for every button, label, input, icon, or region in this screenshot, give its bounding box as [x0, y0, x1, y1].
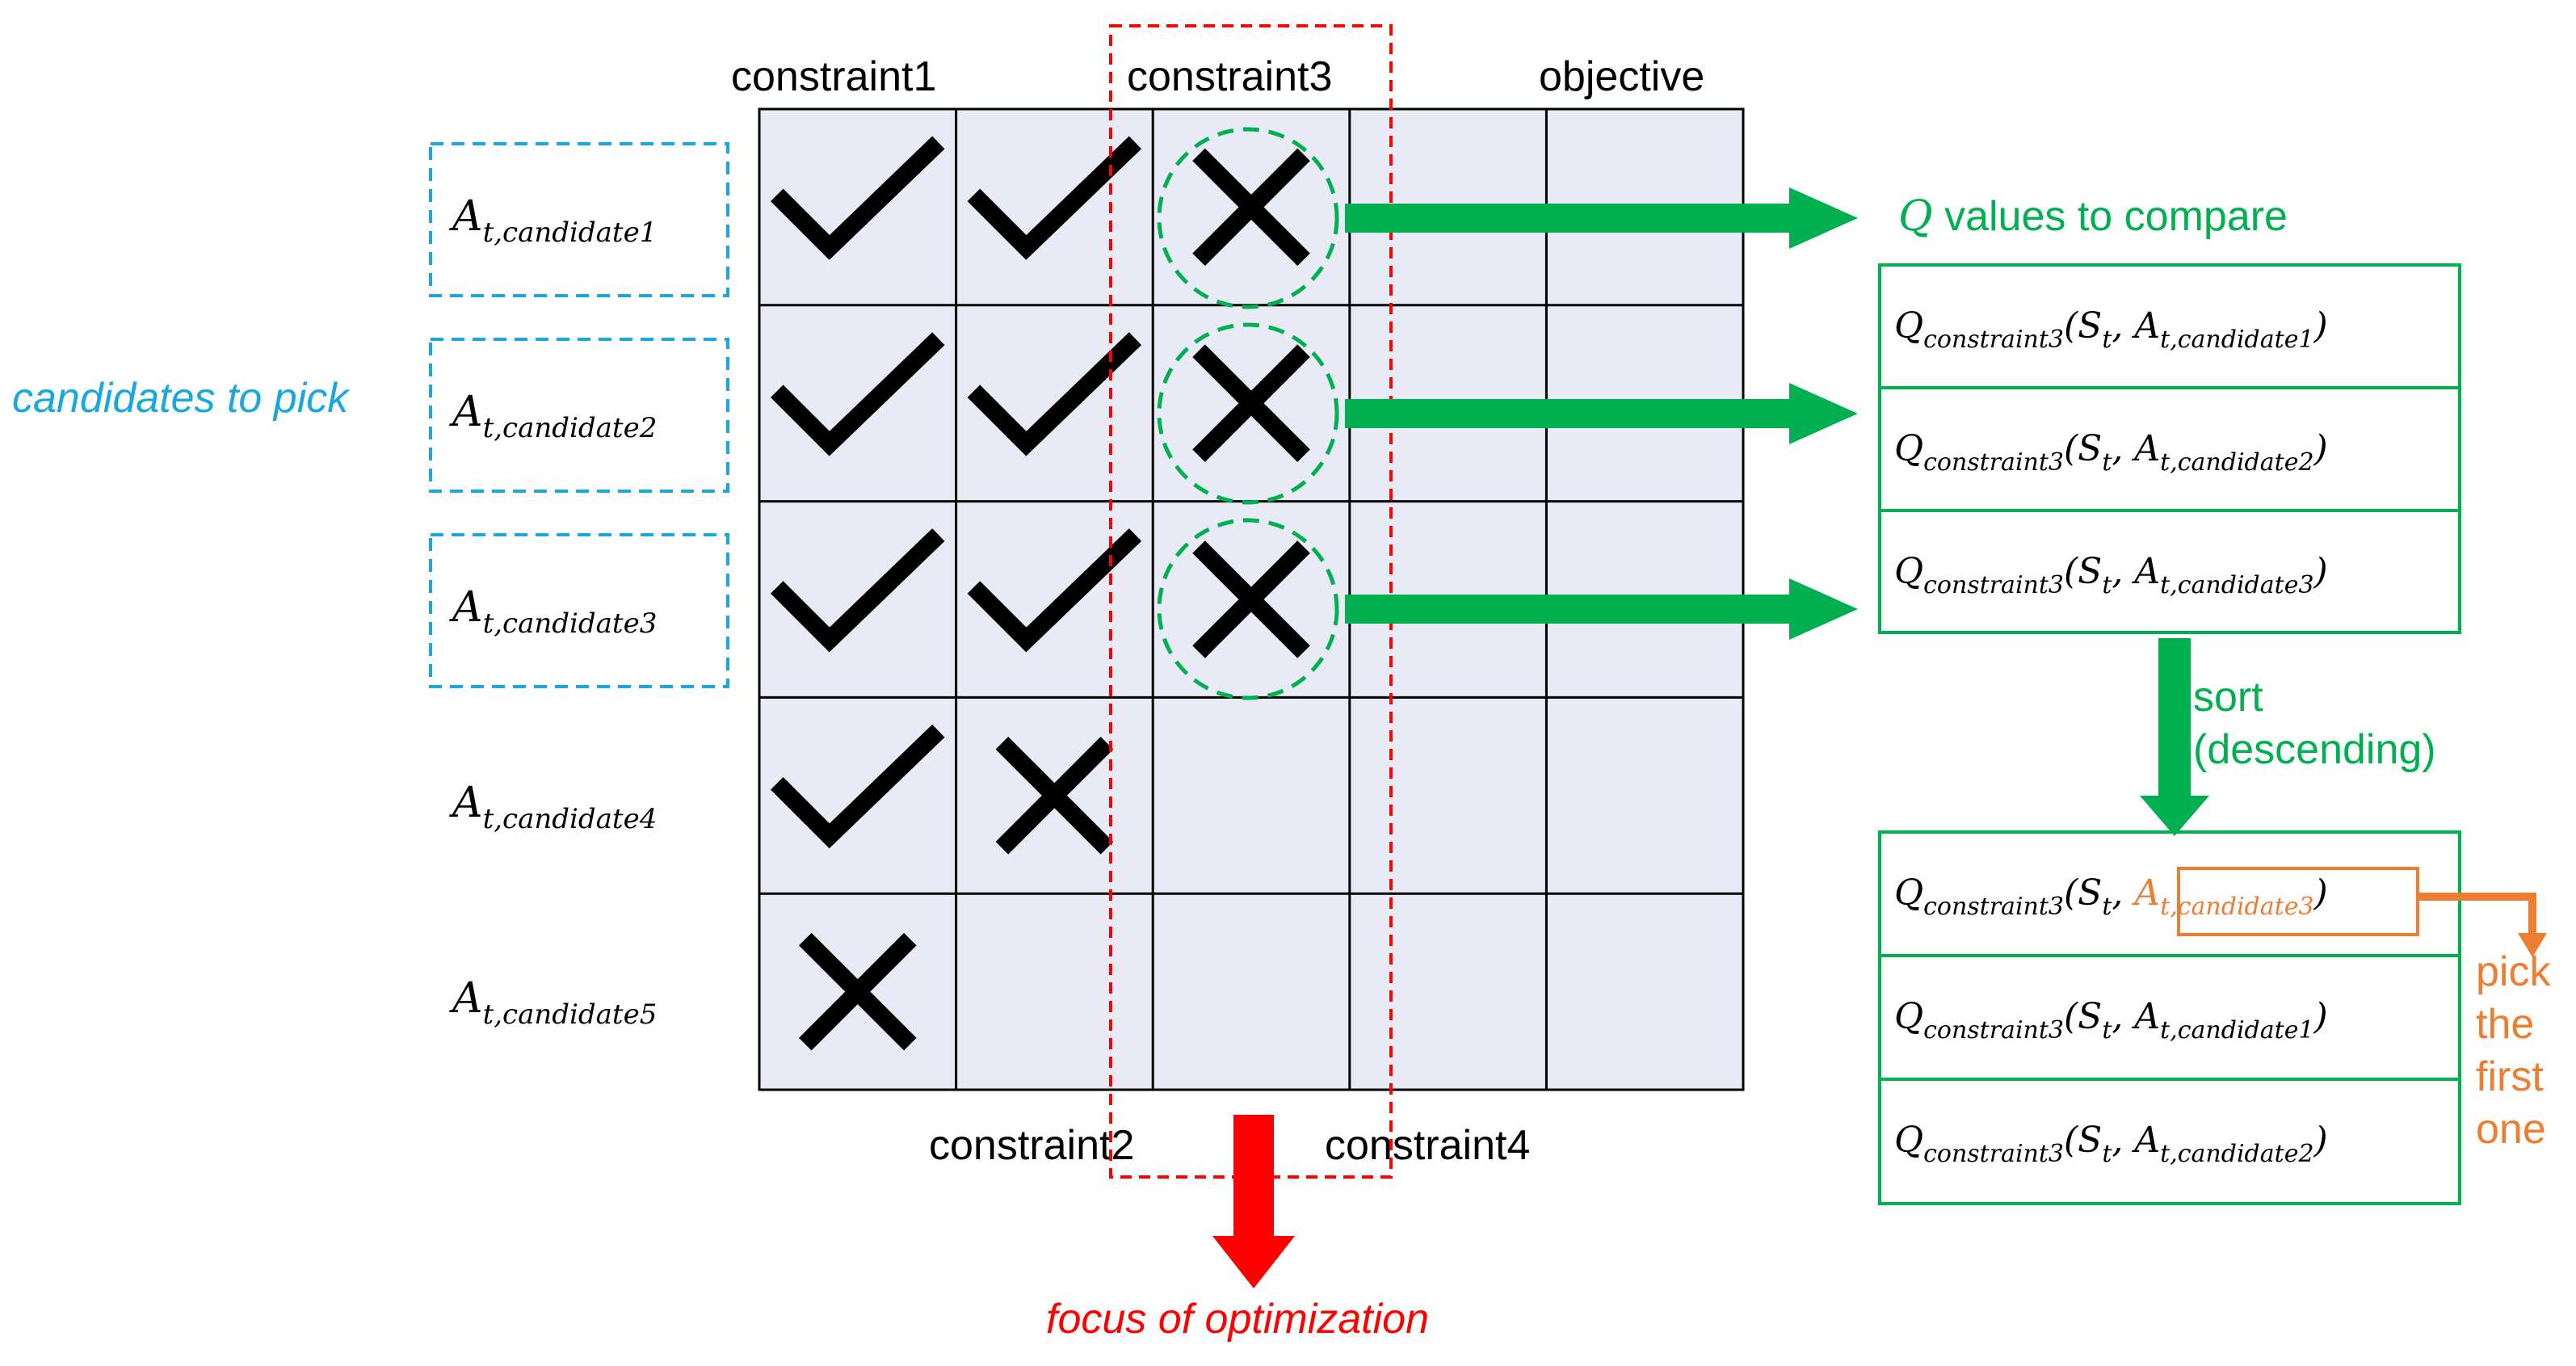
q-compare-list: Qconstraint3(St, At,candidate1) Qconstra…: [1878, 263, 2461, 634]
q-arrow-1: [1345, 187, 1858, 249]
header-constraint4: constraint4: [1325, 1122, 1530, 1169]
header-constraint3: constraint3: [1127, 53, 1332, 100]
pick-label-line1: pick: [2476, 948, 2551, 995]
highlight-circle-1: [1157, 127, 1339, 309]
cross-icon: [1192, 540, 1310, 658]
candidate-labels: At,candidate1 At,candidate2 At,candidate…: [449, 192, 657, 1031]
cross-icon: [995, 737, 1114, 855]
q-compare-item-1: Qconstraint3(St, At,candidate1): [1894, 305, 2328, 354]
cross-icon: [799, 932, 917, 1051]
q-compare-item-3: Qconstraint3(St, At,candidate3): [1894, 551, 2328, 599]
candidate-box-1: [429, 142, 729, 297]
q-sorted-item-2: Qconstraint3(St, At,candidate1): [1894, 996, 2328, 1044]
q-sorted-list: Qconstraint3(St, At,candidate3) Qconstra…: [1878, 830, 2461, 1205]
candidate-label-4: At,candidate4: [449, 779, 657, 835]
q-sorted-item-1: Qconstraint3(St, At,candidate3): [1894, 872, 2328, 921]
highlight-circle-3: [1157, 518, 1339, 700]
candidate-label-2: At,candidate2: [449, 388, 657, 444]
highlight-circle-2: [1157, 322, 1339, 505]
candidate-label-1: At,candidate1: [449, 192, 657, 249]
sort-arrow: [2140, 638, 2209, 836]
q-values-label: Q values to compare: [1898, 192, 2288, 241]
sort-label-line1: sort: [2193, 674, 2263, 721]
q-arrows: [1345, 187, 1858, 640]
check-icon: [967, 332, 1142, 456]
pick-arrow: [2418, 893, 2536, 937]
pick-label-line3: first: [2476, 1053, 2544, 1100]
cross-icon: [1192, 148, 1310, 267]
header-objective: objective: [1539, 53, 1704, 100]
header-constraint1: constraint1: [731, 53, 936, 100]
picked-candidate-highlight: [2177, 867, 2419, 936]
q-compare-item-2: Qconstraint3(St, At,candidate2): [1894, 428, 2328, 477]
pick-label-line2: the: [2476, 1001, 2534, 1048]
candidate-box-2: [429, 338, 729, 493]
q-sorted-box: [1878, 830, 2461, 1205]
check-icon: [771, 724, 945, 849]
header-constraint2: constraint2: [929, 1122, 1134, 1169]
q-compare-box: [1878, 263, 2461, 634]
candidates-to-pick-label: candidates to pick: [12, 375, 351, 422]
check-icon: [967, 136, 1142, 260]
focus-label: focus of optimization: [1046, 1296, 1429, 1343]
candidate-label-3: At,candidate3: [449, 583, 657, 640]
candidate-box-3: [429, 533, 729, 688]
pick-arrow-head: [2518, 933, 2547, 957]
check-icon: [771, 136, 945, 260]
q-sorted-item-3: Qconstraint3(St, At,candidate2): [1894, 1120, 2328, 1168]
check-icon: [967, 528, 1142, 653]
q-arrow-2: [1345, 383, 1858, 444]
constraint3-highlight-circles: [1157, 127, 1339, 700]
sort-label-line2: (descending): [2193, 726, 2436, 773]
check-icon: [771, 332, 945, 456]
focus-arrow: [1212, 1115, 1295, 1288]
candidate-label-5: At,candidate5: [449, 974, 657, 1031]
candidate-boxes: [429, 142, 729, 688]
pick-label-line4: one: [2476, 1106, 2546, 1153]
cross-icon: [1192, 344, 1310, 462]
check-icon: [771, 528, 945, 653]
q-arrow-3: [1345, 578, 1858, 640]
